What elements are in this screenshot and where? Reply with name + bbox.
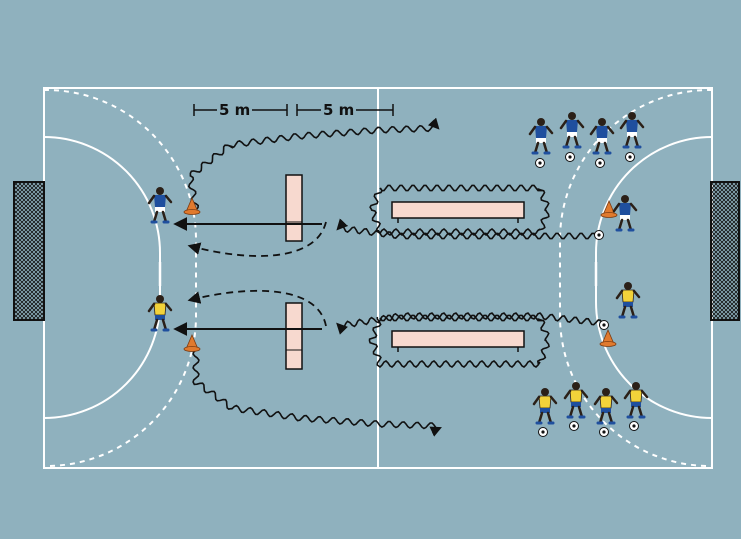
left-free-throw-line bbox=[43, 88, 198, 468]
run-arrow-bottom bbox=[187, 289, 327, 327]
ball bbox=[535, 158, 545, 168]
bench-bottom bbox=[391, 330, 525, 352]
box-top bbox=[285, 174, 303, 242]
court-lines bbox=[43, 87, 713, 469]
ball bbox=[538, 427, 548, 437]
player-blue-right bbox=[612, 193, 638, 232]
player-blue-group-2 bbox=[559, 110, 585, 149]
dribble-path-yellow-to-box bbox=[336, 312, 603, 335]
dribble-loop-bottom-bench bbox=[368, 314, 550, 369]
player-blue-group-1 bbox=[528, 116, 554, 155]
player-yellow-group-1 bbox=[532, 386, 558, 425]
left-goal-area-line bbox=[43, 136, 161, 419]
ball bbox=[565, 152, 575, 162]
player-yellow-group-4 bbox=[623, 380, 649, 419]
dribble-paths bbox=[187, 117, 603, 437]
player-yellow-group-3 bbox=[593, 386, 619, 425]
dribble-loop-top-bench bbox=[369, 184, 550, 237]
player-yellow-group-2 bbox=[563, 380, 589, 419]
ball bbox=[625, 152, 635, 162]
ball bbox=[599, 427, 609, 437]
distance-label-first: 5 m bbox=[217, 101, 253, 119]
cone-left-bottom bbox=[183, 334, 201, 352]
ball bbox=[594, 230, 604, 240]
player-yellow-left bbox=[147, 293, 173, 332]
ball bbox=[569, 421, 579, 431]
ball bbox=[595, 158, 605, 168]
right-goal bbox=[710, 181, 740, 321]
left-goal bbox=[13, 181, 45, 321]
player-blue-group-3 bbox=[589, 116, 615, 155]
box-bottom bbox=[285, 302, 303, 370]
player-blue-left bbox=[147, 185, 173, 224]
dribble-path-blue-to-box bbox=[336, 218, 597, 240]
dribble-path-bottom-return bbox=[192, 349, 442, 437]
team-yellow bbox=[147, 280, 649, 425]
right-free-throw-line bbox=[558, 88, 713, 468]
run-arrow-top bbox=[187, 221, 327, 257]
player-yellow-right bbox=[615, 280, 641, 319]
bench-top bbox=[391, 201, 525, 223]
distance-label-second: 5 m bbox=[321, 101, 357, 119]
ball bbox=[599, 320, 609, 330]
dribble-path-top-return bbox=[187, 117, 440, 211]
right-goal-area-line bbox=[595, 136, 713, 419]
ball bbox=[629, 421, 639, 431]
